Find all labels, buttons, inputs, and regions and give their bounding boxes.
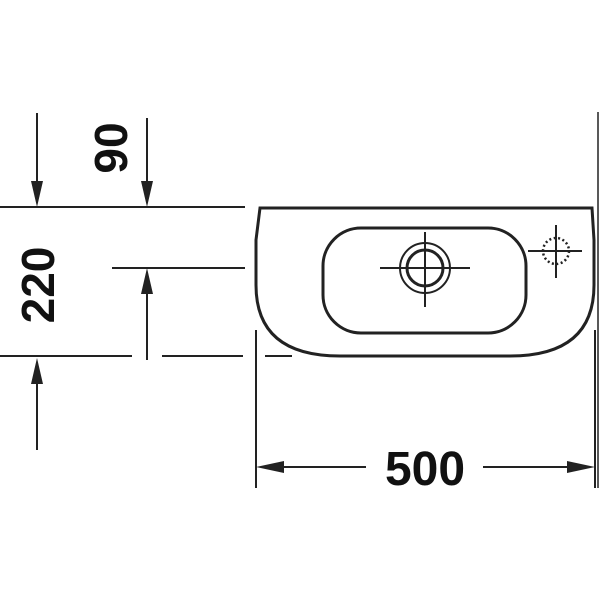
- arrow-up-icon: [31, 358, 43, 384]
- dimension-500: 500: [256, 443, 595, 496]
- dimension-90-label: 90: [85, 122, 137, 173]
- arrow-left-icon: [256, 461, 284, 473]
- dimension-90: 90: [31, 113, 153, 207]
- dimension-220: 220: [12, 247, 153, 450]
- width-extension-lines: [255, 112, 599, 488]
- arrow-down-icon: [141, 181, 153, 207]
- tap-hole-icon: [528, 225, 582, 278]
- arrow-right-icon: [567, 461, 595, 473]
- dimension-220-label: 220: [12, 247, 64, 324]
- arrow-up-icon: [141, 268, 153, 294]
- arrow-down-icon: [31, 181, 43, 207]
- dimension-500-label: 500: [385, 443, 465, 496]
- basin-bowl: [321, 226, 528, 335]
- drain-icon: [380, 232, 470, 307]
- basin-outline: [254, 206, 596, 358]
